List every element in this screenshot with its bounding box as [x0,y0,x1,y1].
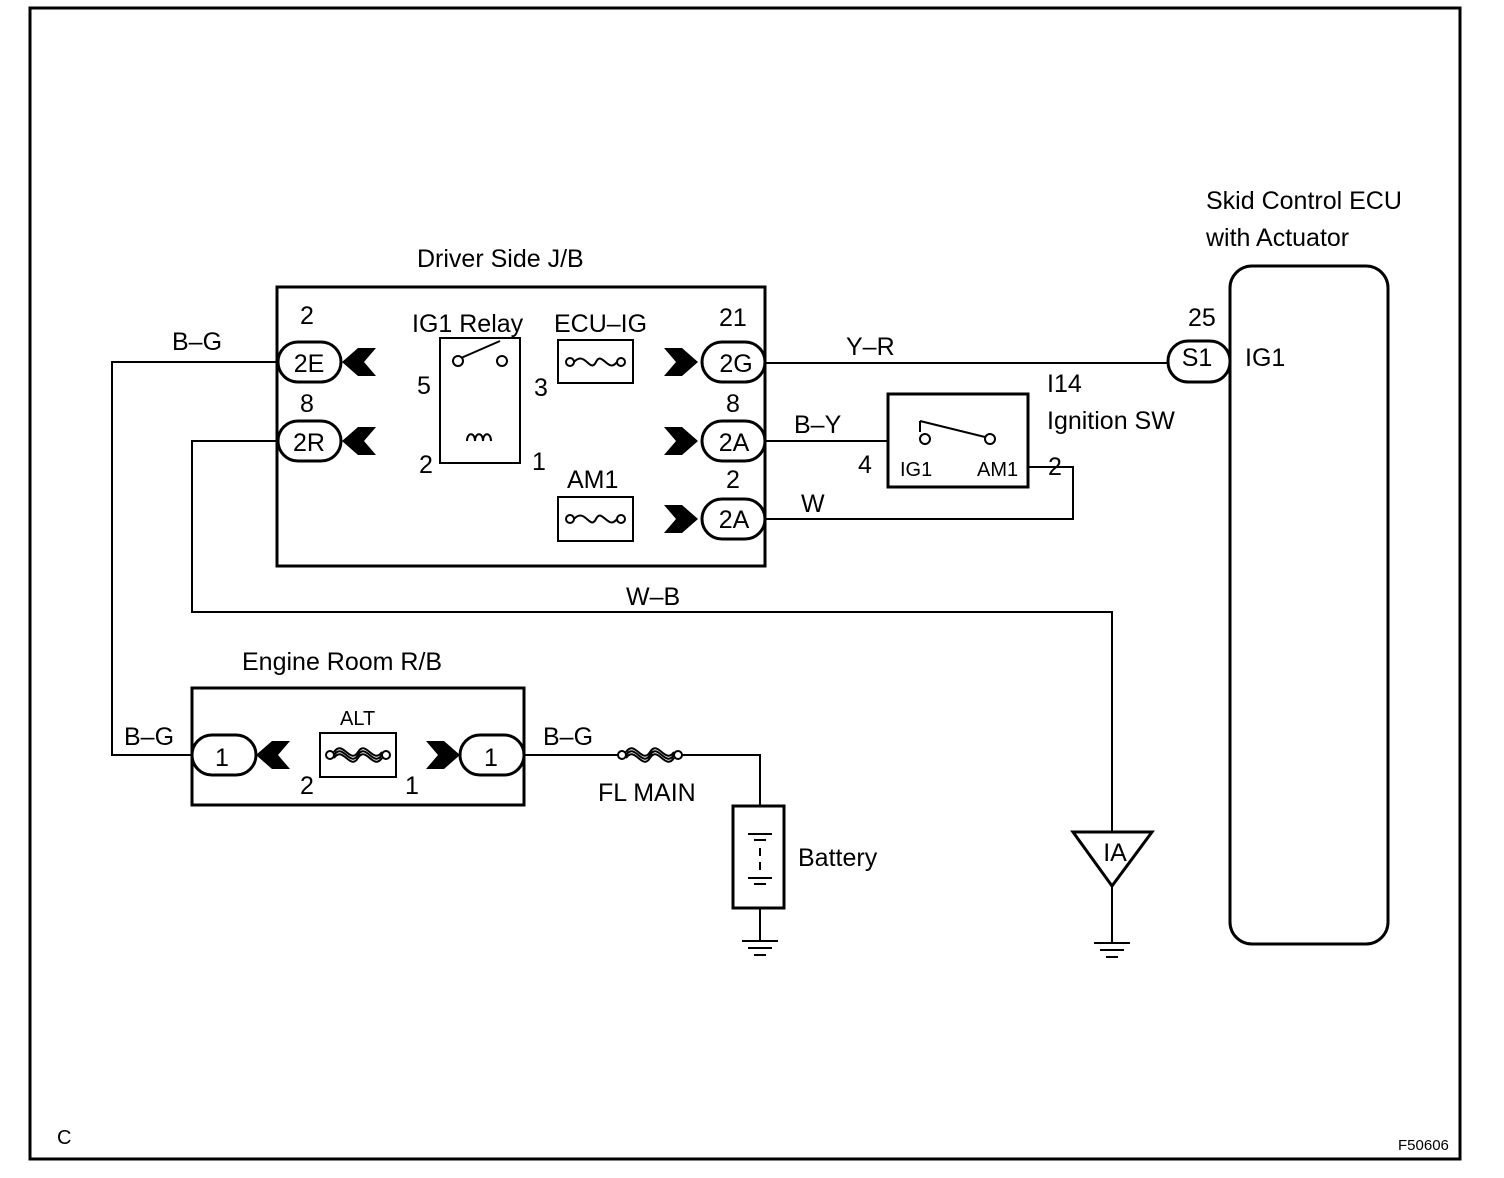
ig1-relay-label: IG1 Relay [412,310,524,338]
connector-2a-lower [700,497,767,541]
arrow-rb-left [256,741,290,769]
connector-2e-code: 2E [294,350,325,378]
wire-w-b [191,440,1113,832]
connector-2a-upper-code: 2A [719,429,750,457]
connector-2g [700,340,767,384]
connector-2a-lower-pin: 2 [726,466,740,494]
connector-s1 [1166,339,1232,384]
rb-connector-right-code: 1 [484,744,498,772]
relay-contact-right [496,355,508,367]
ignition-sw-contact-ig1 [919,433,931,445]
arrow-2a-upper [664,427,698,455]
arrow-rb-right [426,741,460,769]
ecu-ig-fuse-icon [573,357,618,367]
connector-2r-code: 2R [293,429,325,457]
ecu-ig-fuse-end-right [616,357,626,367]
alt-fuse-icon [333,747,383,763]
am1-fuse-label: AM1 [567,466,618,494]
relay-pin-2: 2 [419,451,433,479]
arrow-2e [342,348,376,376]
ignition-sw-contact-am1 [984,433,996,445]
alt-fuse-label: ALT [340,708,375,730]
ignition-sw-box [886,392,1030,489]
wire-label-w: W [801,490,825,518]
fl-main-end-left [617,750,627,760]
wire-b-g-left [111,361,278,756]
connector-2g-code: 2G [719,350,752,378]
ignition-sw-blade [919,420,986,438]
engine-room-rb-title: Engine Room R/B [242,648,442,676]
wire-flmain-battery [682,754,761,806]
connector-2a-upper [700,419,767,463]
relay-switch-blade [460,340,501,359]
alt-fuse-end-right [381,750,391,760]
relay-pin-3: 3 [534,374,548,402]
relay-contact-left [452,355,464,367]
connector-2r [276,419,343,463]
driver-side-jb-title: Driver Side J/B [417,245,584,273]
ignition-sw-code: I14 [1047,370,1082,398]
battery-label: Battery [798,844,878,872]
connector-2a-upper-pin: 8 [726,390,740,418]
connector-2a-lower-code: 2A [719,506,750,534]
battery-cell-icon [748,833,772,885]
diagram-frame [28,6,1462,1161]
ecu-terminal-ig1: IG1 [1245,344,1285,372]
ia-ground-triangle [1070,830,1155,889]
ecu-title-line1: Skid Control ECU [1206,187,1402,215]
skid-control-ecu-box [1228,264,1390,946]
connector-s1-pin: 25 [1188,304,1216,332]
wire-label-b-y: B–Y [794,411,842,439]
ecu-ig-fuse-label: ECU–IG [554,310,647,338]
rb-pin-2: 2 [300,772,314,800]
wire-label-w-b: W–B [626,583,680,611]
relay-pin-1: 1 [532,448,546,476]
ig1-relay-box [439,337,521,464]
alt-fuse-end-left [325,750,335,760]
am1-fuse-icon [573,514,618,524]
relay-coil-icon [466,433,492,442]
ignition-sw-label: Ignition SW [1047,407,1175,435]
corner-label: C [57,1127,71,1149]
fl-main-label: FL MAIN [598,779,696,807]
ia-ground-label: IA [1103,839,1127,867]
arrow-2a-lower [664,505,698,533]
relay-pin-5: 5 [417,372,431,400]
fl-main-fusible-link-icon [625,747,675,763]
rb-pin-1: 1 [405,772,419,800]
ignition-sw-pin-4: 4 [858,451,872,479]
ignition-sw-pin-2: 2 [1048,453,1062,481]
arrow-2g [664,348,698,376]
figure-id: F50606 [1398,1137,1449,1154]
wire-w [764,466,1074,520]
ignition-sw-term-ig1: IG1 [900,459,932,481]
connector-s1-code: S1 [1182,344,1213,372]
ecu-ig-fuse-end-left [565,357,575,367]
connector-2e [276,340,343,384]
wire-label-b-g-left: B–G [124,723,174,751]
ecu-title-line2: with Actuator [1205,224,1349,252]
battery-ground-icon [742,940,778,956]
ignition-sw-term-am1: AM1 [977,459,1018,481]
am1-fuse-end-right [616,514,626,524]
ia-ground-icon [1094,942,1130,958]
wire-label-y-r: Y–R [846,333,895,361]
battery-box [731,804,786,910]
am1-fuse-end-left [565,514,575,524]
rb-connector-left-code: 1 [215,744,229,772]
connector-2e-pin: 2 [300,302,314,330]
connector-2g-pin: 21 [719,304,747,332]
wire-label-b-g-top: B–G [172,328,222,356]
wire-label-b-g-right: B–G [543,723,593,751]
arrow-2r [342,427,376,455]
fl-main-end-right [673,750,683,760]
connector-2r-pin: 8 [300,390,314,418]
